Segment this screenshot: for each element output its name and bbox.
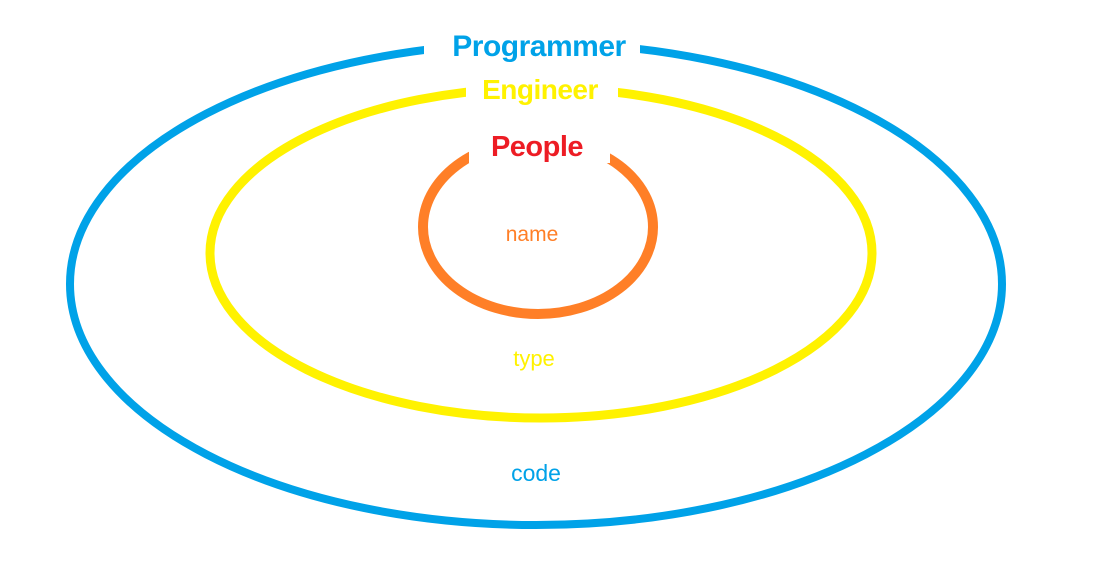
ring-title-people: People xyxy=(491,131,583,163)
region-label-code: code xyxy=(511,460,561,486)
label-gap-mask-engineer xyxy=(466,77,618,103)
ring-title-programmer: Programmer xyxy=(452,30,626,63)
ring-title-engineer: Engineer xyxy=(482,74,598,105)
label-gap-mask-programmer xyxy=(424,32,640,58)
region-label-type: type xyxy=(513,346,555,371)
label-gap-mask-people xyxy=(469,133,610,163)
region-label-name: name xyxy=(506,223,559,246)
